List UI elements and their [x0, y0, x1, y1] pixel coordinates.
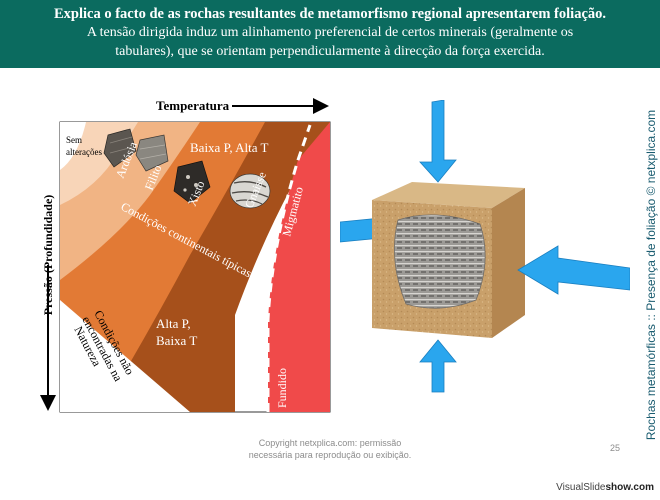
zone-melt	[268, 122, 330, 412]
pressure-axis-label: Pressão (Profundidade)	[41, 195, 55, 316]
label-altap-2: Baixa T	[156, 333, 197, 348]
zone-not-found	[60, 300, 190, 412]
label-sem-line2: alterações	[66, 147, 102, 157]
footer-copyright: Copyright netxplica.com: permissão neces…	[220, 437, 440, 461]
metamorphism-diagram: Temperatura Pressão (Profundidade)	[40, 98, 331, 413]
label-sem-line1: Sem	[66, 135, 82, 145]
slide-header: Explica o facto de as rochas resultantes…	[0, 0, 660, 68]
label-solido: Sólido	[251, 377, 265, 408]
arrow-left-icon	[517, 245, 630, 295]
watermark-part-a: VisualSlide	[556, 482, 606, 493]
rock-xisto-image	[173, 160, 211, 204]
label-fundido: Fundido	[275, 368, 289, 408]
label-baixap-altat: Baixa P, Alta T	[190, 140, 269, 155]
question-text: Explica o facto de as rochas resultantes…	[54, 6, 606, 22]
label-altap-1: Alta P,	[156, 316, 191, 331]
cube-top-face	[372, 182, 525, 208]
side-caption-text: Rochas metamórficas :: Presença de folia…	[644, 109, 658, 441]
cube-side-face	[492, 188, 525, 338]
rock-ardosia-image	[103, 128, 137, 168]
zone-no-change	[60, 122, 86, 170]
foliation-cube-illustration	[340, 100, 630, 393]
page-number: 25	[610, 443, 621, 453]
watermark-part-b: show.com	[605, 482, 654, 493]
side-caption: Rochas metamórficas :: Presença de folia…	[643, 105, 660, 445]
foliated-rock-window	[394, 214, 486, 309]
copyright-line-2: necessária para reprodução ou exibição.	[248, 450, 412, 460]
solidus-line	[266, 124, 312, 412]
arrow-up-icon	[419, 339, 457, 393]
answer-line-2: tabulares), que se orientam perpendicula…	[115, 44, 545, 59]
watermark: VisualSlideshow.com	[556, 482, 654, 493]
temperature-axis-label: Temperatura	[156, 98, 230, 113]
copyright-line-1: Copyright netxplica.com: permissão	[258, 438, 402, 448]
arrow-down-icon	[419, 100, 457, 183]
rock-filito-image	[135, 134, 169, 172]
rock-gnaisse-image	[229, 173, 271, 209]
answer-line-1: A tensão dirigida induz um alinhamento p…	[86, 25, 574, 40]
